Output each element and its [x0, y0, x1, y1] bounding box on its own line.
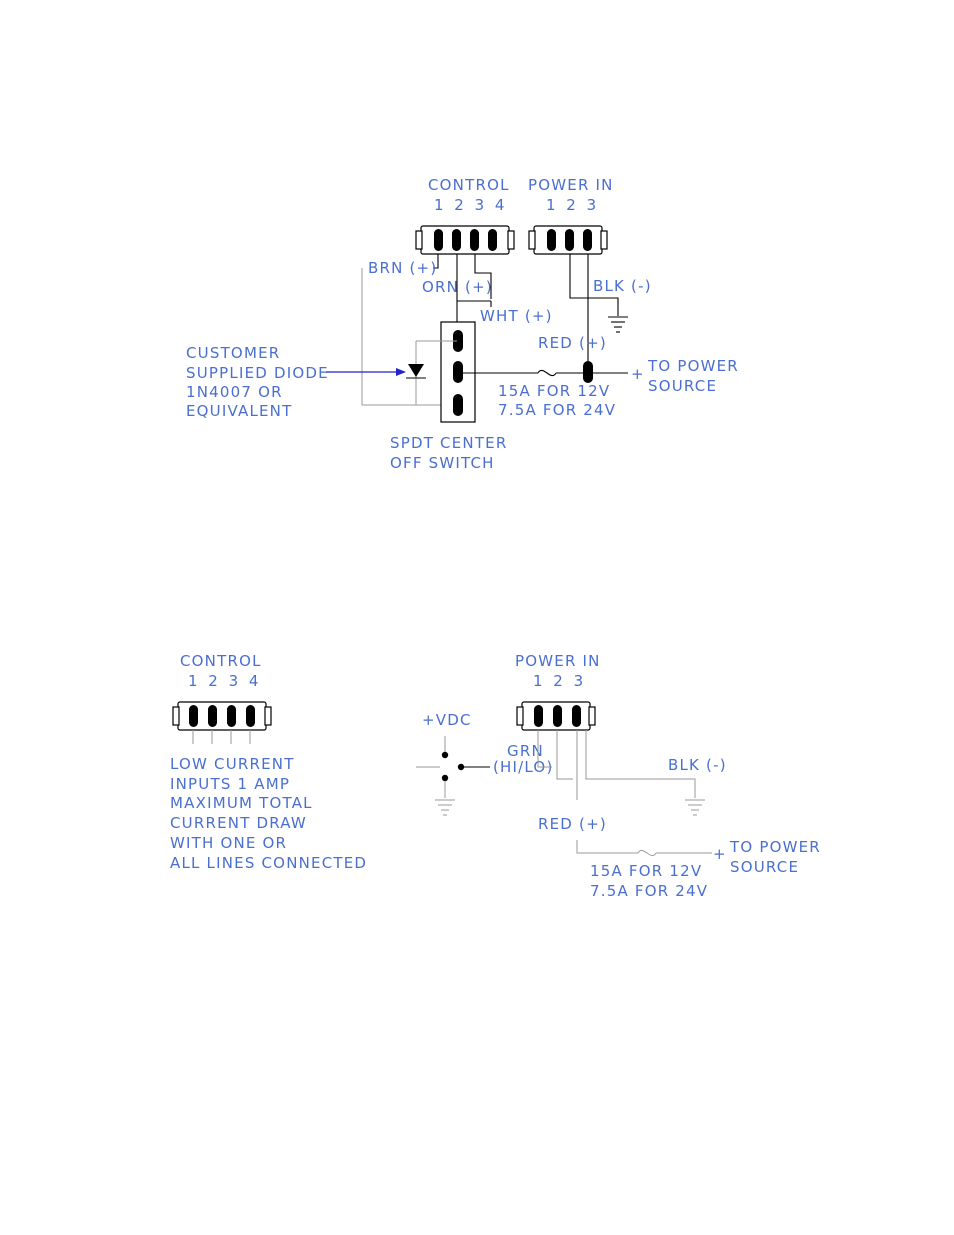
bottom-power-connector: POWER IN 1 2 3 [515, 652, 601, 731]
bottom-vdc-label: +VDC [422, 711, 472, 729]
top-power-pin-3 [583, 229, 592, 251]
top-blk-label: BLK (-) [593, 277, 652, 295]
top-control-pin-4 [488, 229, 497, 251]
bottom-fuse-symbol [637, 849, 657, 857]
bottom-red-label: RED (+) [538, 815, 607, 833]
top-spdt-switch [440, 321, 476, 423]
bottom-control-title: CONTROL [180, 652, 262, 670]
bottom-ground-left [435, 799, 455, 816]
bottom-fuse-line-1: 15A FOR 12V [590, 862, 702, 880]
top-power-pins: 1 2 3 [546, 196, 599, 214]
top-diode-note-2: SUPPLIED DIODE [186, 364, 329, 382]
bottom-note-line-6: ALL LINES CONNECTED [170, 854, 367, 872]
top-fuse-line-1: 15A FOR 12V [498, 382, 610, 400]
top-switch-label-2: OFF SWITCH [390, 454, 495, 472]
bottom-to-power-1: TO POWER [729, 838, 821, 856]
top-diagram: CONTROL 1 2 3 4 POWER IN 1 2 3 BRN (+) [186, 176, 739, 472]
top-diode-note-1: CUSTOMER [186, 344, 280, 362]
top-wht-label: WHT (+) [480, 307, 553, 325]
top-control-pin-3 [470, 229, 479, 251]
bottom-note-line-3: MAXIMUM TOTAL [170, 794, 313, 812]
bottom-fuse-line-2: 7.5A FOR 24V [590, 882, 708, 900]
bottom-diagram: CONTROL 1 2 3 4 LOW CURRENT INPUTS 1 AMP… [170, 652, 821, 900]
top-switch-label-1: SPDT CENTER [390, 434, 507, 452]
bottom-power-pins: 1 2 3 [533, 672, 586, 690]
top-plus: + [631, 365, 645, 383]
top-power-connector: POWER IN 1 2 3 [528, 176, 614, 255]
bottom-control-pins: 1 2 3 4 [188, 672, 261, 690]
top-to-power-2: SOURCE [648, 377, 717, 395]
bottom-control-connector: CONTROL 1 2 3 4 [172, 652, 272, 744]
bottom-note-line-4: CURRENT DRAW [170, 814, 307, 832]
top-diode-note-4: EQUIVALENT [186, 402, 292, 420]
bottom-note-line-2: INPUTS 1 AMP [170, 775, 290, 793]
top-fuse-line-2: 7.5A FOR 24V [498, 401, 616, 419]
bottom-power-title: POWER IN [515, 652, 601, 670]
bottom-blk-label: BLK (-) [668, 756, 727, 774]
bottom-ground-right [685, 799, 705, 816]
top-red-label: RED (+) [538, 334, 607, 352]
top-power-pin-2 [565, 229, 574, 251]
top-power-title: POWER IN [528, 176, 614, 194]
bottom-note-line-5: WITH ONE OR [170, 834, 287, 852]
top-to-power-1: TO POWER [647, 357, 739, 375]
bottom-note: LOW CURRENT INPUTS 1 AMP MAXIMUM TOTAL C… [170, 755, 367, 872]
top-diode-note-3: 1N4007 OR [186, 383, 283, 401]
bottom-to-power-2: SOURCE [730, 858, 799, 876]
top-control-pin-2 [452, 229, 461, 251]
top-brn-label: BRN (+) [368, 259, 437, 277]
bottom-note-line-1: LOW CURRENT [170, 755, 295, 773]
bottom-plus: + [713, 845, 727, 863]
top-control-connector: CONTROL 1 2 3 4 [415, 176, 515, 255]
top-fuse-symbol [537, 369, 557, 377]
top-power-pin-1 [547, 229, 556, 251]
bottom-grn-label: GRN [507, 742, 544, 760]
bottom-hilo-label: (HI/LO) [493, 758, 554, 776]
top-ground-symbol [608, 316, 628, 333]
top-control-pin-1 [434, 229, 443, 251]
top-control-pins: 1 2 3 4 [434, 196, 507, 214]
top-diode [406, 340, 457, 405]
top-control-title: CONTROL [428, 176, 510, 194]
